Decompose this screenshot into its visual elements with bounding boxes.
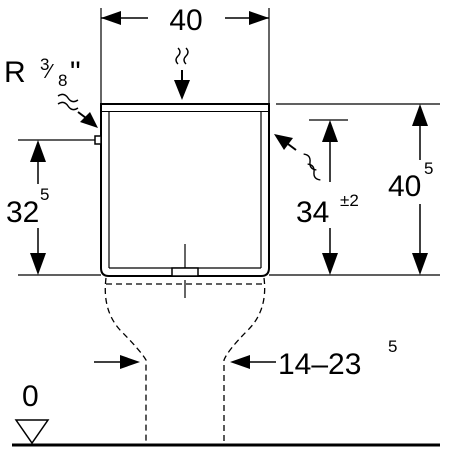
svg-text:3: 3: [40, 55, 49, 74]
floor-level-label: 0: [22, 380, 39, 413]
svg-text:5: 5: [424, 159, 433, 178]
svg-text:5: 5: [388, 337, 397, 356]
svg-text:⁄: ⁄: [43, 61, 54, 83]
svg-text:8: 8: [58, 71, 67, 90]
cistern-tank: [94, 103, 270, 277]
inner-height-label: 34: [296, 196, 329, 229]
level-triangle-icon: [14, 419, 50, 445]
width-label: 40: [169, 4, 202, 37]
width-dimension: 40: [100, 4, 270, 104]
inlet-size-label: R 3 ⁄ 8 ": [4, 55, 81, 90]
floor-level-marker: 0: [12, 380, 440, 447]
inner-height-dimension: 34 ±2: [269, 119, 359, 276]
svg-text:": ": [70, 56, 81, 89]
water-supply-icon: [174, 47, 190, 100]
svg-text:5: 5: [40, 185, 49, 204]
neck-width-dimension: 14–23 5: [94, 337, 397, 381]
neck-width-label: 14–23: [278, 348, 361, 381]
water-supply-icon: [274, 134, 321, 181]
total-height-dimension: 40 5: [276, 103, 440, 276]
svg-text:R: R: [4, 56, 26, 89]
toilet-bowl: [104, 277, 266, 445]
total-height-label: 40: [388, 170, 421, 203]
water-supply-icon: [57, 93, 98, 128]
left-height-dimension: 32 5: [6, 139, 101, 276]
left-height-label: 32: [6, 196, 39, 229]
svg-text:±2: ±2: [340, 191, 359, 210]
